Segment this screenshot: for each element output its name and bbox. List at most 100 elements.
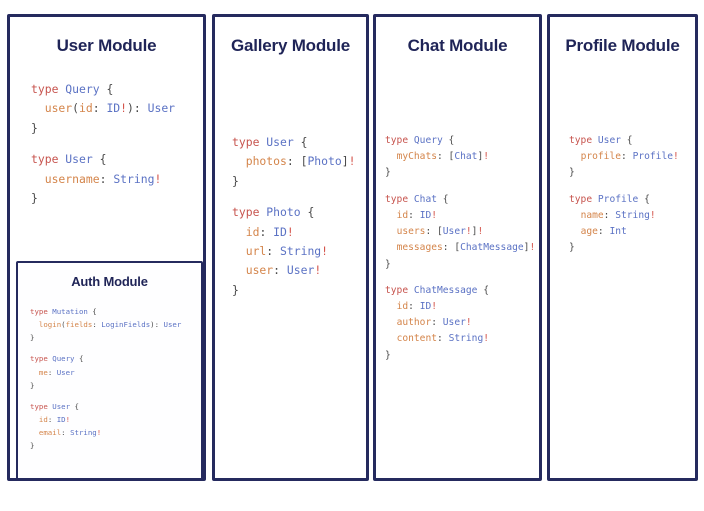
code-token-fld: content	[396, 333, 437, 345]
code-type-block: type Query { me: User}	[30, 352, 200, 392]
code-token-fld: id	[396, 300, 409, 312]
code-line: type User {	[569, 133, 695, 149]
code-token-pun	[569, 226, 581, 237]
code-block-gallery-module: type User { photos: [Photo]!} type Photo …	[232, 133, 366, 300]
code-token-type: ID	[273, 224, 287, 239]
code-token-fld: myChats	[396, 151, 437, 163]
code-token-fld: username	[44, 171, 100, 186]
code-line: }	[232, 281, 366, 300]
code-type-block: type User { photos: [Photo]!}	[232, 133, 366, 191]
code-token-type: ID	[419, 300, 432, 312]
card-title-auth-module: Auth Module	[71, 274, 148, 289]
code-token-pun: :	[47, 414, 57, 424]
code-token-type: User	[442, 226, 466, 238]
code-token-pun: {	[87, 307, 97, 316]
code-token-kw: type	[31, 82, 66, 96]
code-type-block: type User { username: String!}	[31, 150, 201, 208]
code-token-pun	[232, 263, 246, 277]
code-token-pun	[385, 242, 397, 253]
code-token-type: String	[113, 171, 155, 186]
code-token-pun: (	[72, 101, 80, 116]
code-token-kw: type	[385, 193, 414, 205]
code-token-pun: :	[259, 224, 274, 239]
code-token-fld: id	[396, 209, 409, 221]
code-line: type Query {	[385, 133, 539, 149]
code-line: id: ID!	[385, 299, 539, 315]
code-token-fld: profile	[580, 151, 621, 163]
code-type-block: type User { profile: Profile!}	[569, 133, 695, 182]
code-token-bang: !	[154, 171, 162, 186]
code-token-fld: age	[580, 226, 598, 238]
code-token-type: Profile	[597, 193, 639, 205]
card-title-user-module: User Module	[56, 36, 157, 55]
code-token-pun: :	[47, 367, 57, 377]
code-token-fld: user	[44, 101, 73, 116]
code-token-bang: !	[465, 226, 472, 238]
code-line: }	[30, 439, 200, 452]
code-token-type: ID	[56, 414, 66, 424]
code-line: }	[569, 240, 695, 256]
code-line: id: ID!	[385, 208, 539, 224]
code-token-type: User	[147, 101, 176, 116]
card-auth-module[interactable]: Auth Module type Mutation { login(fields…	[16, 261, 203, 478]
code-token-pun: }	[385, 167, 391, 179]
code-block-profile-module: type User { profile: Profile!}type Profi…	[569, 133, 695, 257]
code-token-pun	[569, 210, 581, 221]
code-token-pun: {	[621, 135, 633, 146]
code-line: name: String!	[569, 208, 695, 224]
code-token-type: User	[286, 263, 315, 278]
code-token-type: Query	[413, 135, 443, 146]
code-line: users: [User!]!	[385, 224, 539, 240]
code-token-fld: user	[245, 263, 274, 278]
code-token-pun: {	[70, 401, 79, 411]
code-token-bang: !	[477, 226, 484, 238]
code-line: type Photo {	[232, 203, 366, 222]
code-token-pun: }	[232, 173, 239, 188]
code-token-pun	[31, 101, 45, 115]
code-line: type Mutation {	[30, 305, 200, 318]
code-token-type: ChatMessage	[413, 284, 478, 296]
code-line: username: String!	[31, 170, 201, 189]
code-token-pun	[385, 333, 397, 344]
code-token-pun	[385, 226, 397, 237]
code-line: type User {	[232, 133, 366, 152]
card-gallery-module[interactable]: Gallery Module type User { photos: [Phot…	[212, 14, 369, 481]
code-line: type Profile {	[569, 192, 695, 208]
code-token-kw: type	[385, 135, 414, 146]
code-token-kw: type	[31, 152, 66, 167]
code-token-fld: id	[79, 101, 93, 116]
code-token-pun: :	[597, 226, 610, 238]
code-token-pun: {	[437, 193, 449, 205]
code-token-pun: : [	[286, 154, 308, 169]
code-token-pun: :	[61, 428, 71, 438]
code-line: user(id: ID!): User	[31, 99, 201, 118]
card-profile-module[interactable]: Profile Module type User { profile: Prof…	[547, 14, 698, 481]
code-line: }	[232, 172, 366, 191]
code-token-pun: ]	[341, 154, 349, 169]
code-token-type: Query	[65, 82, 100, 96]
card-title-profile-module: Profile Module	[565, 36, 680, 55]
code-type-block: type Profile { name: String! age: Int}	[569, 192, 695, 257]
code-token-pun	[232, 225, 246, 239]
code-token-bang: !	[483, 151, 489, 163]
code-token-kw: type	[30, 354, 53, 364]
code-token-type: User	[52, 401, 71, 411]
code-token-pun	[232, 244, 246, 258]
code-token-type: String	[70, 428, 97, 438]
code-token-fld: email	[38, 428, 62, 438]
code-token-pun: }	[31, 120, 38, 135]
code-token-type: User	[266, 135, 294, 149]
code-line: type Chat {	[385, 192, 539, 208]
code-token-pun: ]	[471, 226, 478, 238]
card-chat-module[interactable]: Chat Module type Query { myChats: [Chat]…	[373, 14, 542, 481]
code-token-pun: :	[603, 209, 616, 221]
code-token-type: LoginFields	[101, 320, 151, 330]
code-token-pun: {	[300, 205, 315, 220]
code-token-pun: }	[569, 242, 575, 254]
card-user-module[interactable]: User Module type Query { user(id: ID!): …	[7, 14, 206, 481]
code-line: me: User	[30, 366, 200, 379]
code-line: }	[31, 119, 201, 138]
code-token-pun: : [	[442, 242, 461, 254]
code-line: author: User!	[385, 315, 539, 331]
code-token-kw: type	[569, 135, 598, 146]
